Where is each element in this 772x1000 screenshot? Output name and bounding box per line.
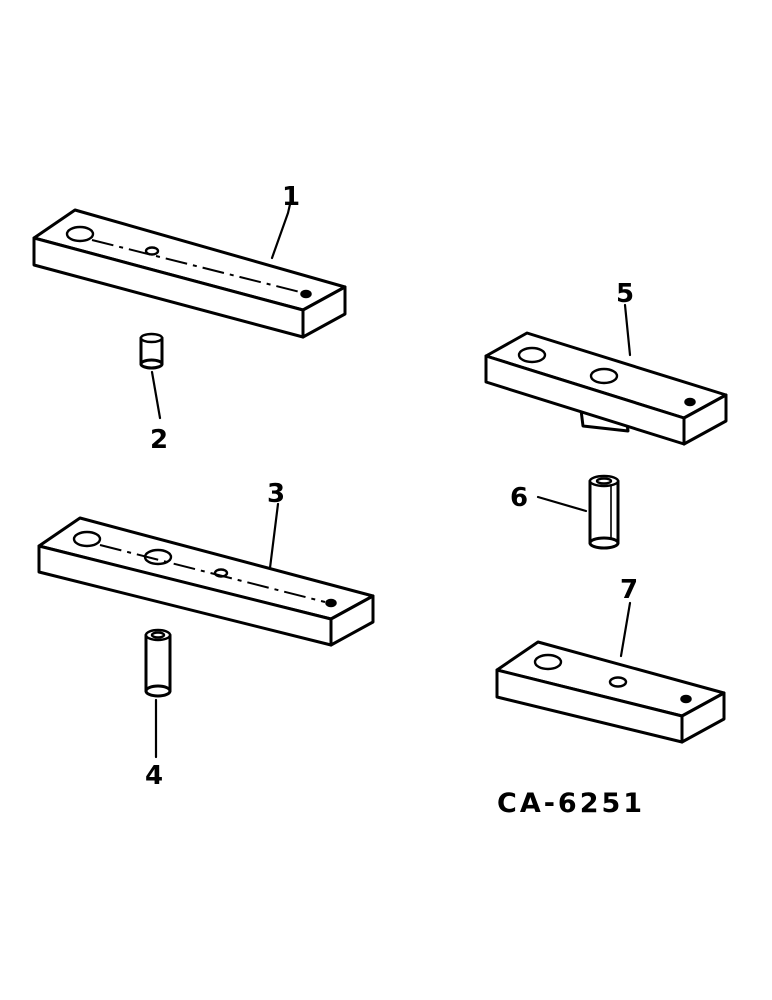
part-1-pin-hole (300, 289, 312, 299)
part-1-large-hole (65, 225, 95, 243)
part-6-bottom (588, 536, 620, 550)
leader-2 (150, 370, 162, 420)
part-4-bore (150, 631, 166, 639)
leader-3 (268, 502, 280, 570)
part-3-pin-hole (325, 598, 337, 608)
leader-6 (536, 495, 588, 513)
part-4-bottom (144, 684, 172, 698)
leader-5 (623, 303, 632, 357)
callout-7: 7 (620, 575, 638, 605)
part-5-large-hole-b (589, 367, 619, 385)
callout-1: 1 (282, 182, 300, 212)
part-7-end-face (680, 691, 726, 744)
part-4-bushing (144, 628, 172, 698)
part-1-centerline (91, 239, 301, 293)
callout-3: 3 (267, 479, 285, 509)
part-6-sleeve (588, 474, 620, 550)
part-1-small-hole (144, 246, 160, 256)
part-7-pin-hole (680, 694, 692, 704)
part-5-end-face (682, 393, 728, 446)
drawing-code: CA-6251 (497, 788, 645, 819)
part-7-large-hole (533, 653, 563, 671)
part-3-bar (37, 516, 375, 647)
part-2-bushing (139, 332, 164, 370)
part-7-bar (495, 640, 726, 744)
part-5-large-hole-a (517, 346, 547, 364)
part-2-top (139, 332, 164, 344)
callout-5: 5 (616, 279, 634, 309)
part-3-end-face (329, 594, 375, 647)
part-1-end-face (301, 285, 347, 339)
callout-4: 4 (145, 761, 163, 791)
part-5-bar (484, 331, 728, 446)
part-3-large-hole-a (72, 530, 102, 548)
part-2-bottom (139, 358, 164, 370)
leader-7 (619, 601, 632, 658)
leader-1 (270, 198, 293, 260)
part-6-bore (595, 477, 613, 485)
part-5-pin-hole (684, 397, 696, 407)
part-4-body (144, 633, 172, 693)
callout-2: 2 (150, 425, 168, 455)
part-6-body (588, 479, 620, 545)
part-3-centerline (99, 544, 326, 603)
callout-6: 6 (510, 483, 528, 513)
part-7-medium-hole (608, 676, 628, 688)
part-1-bar (32, 208, 347, 339)
